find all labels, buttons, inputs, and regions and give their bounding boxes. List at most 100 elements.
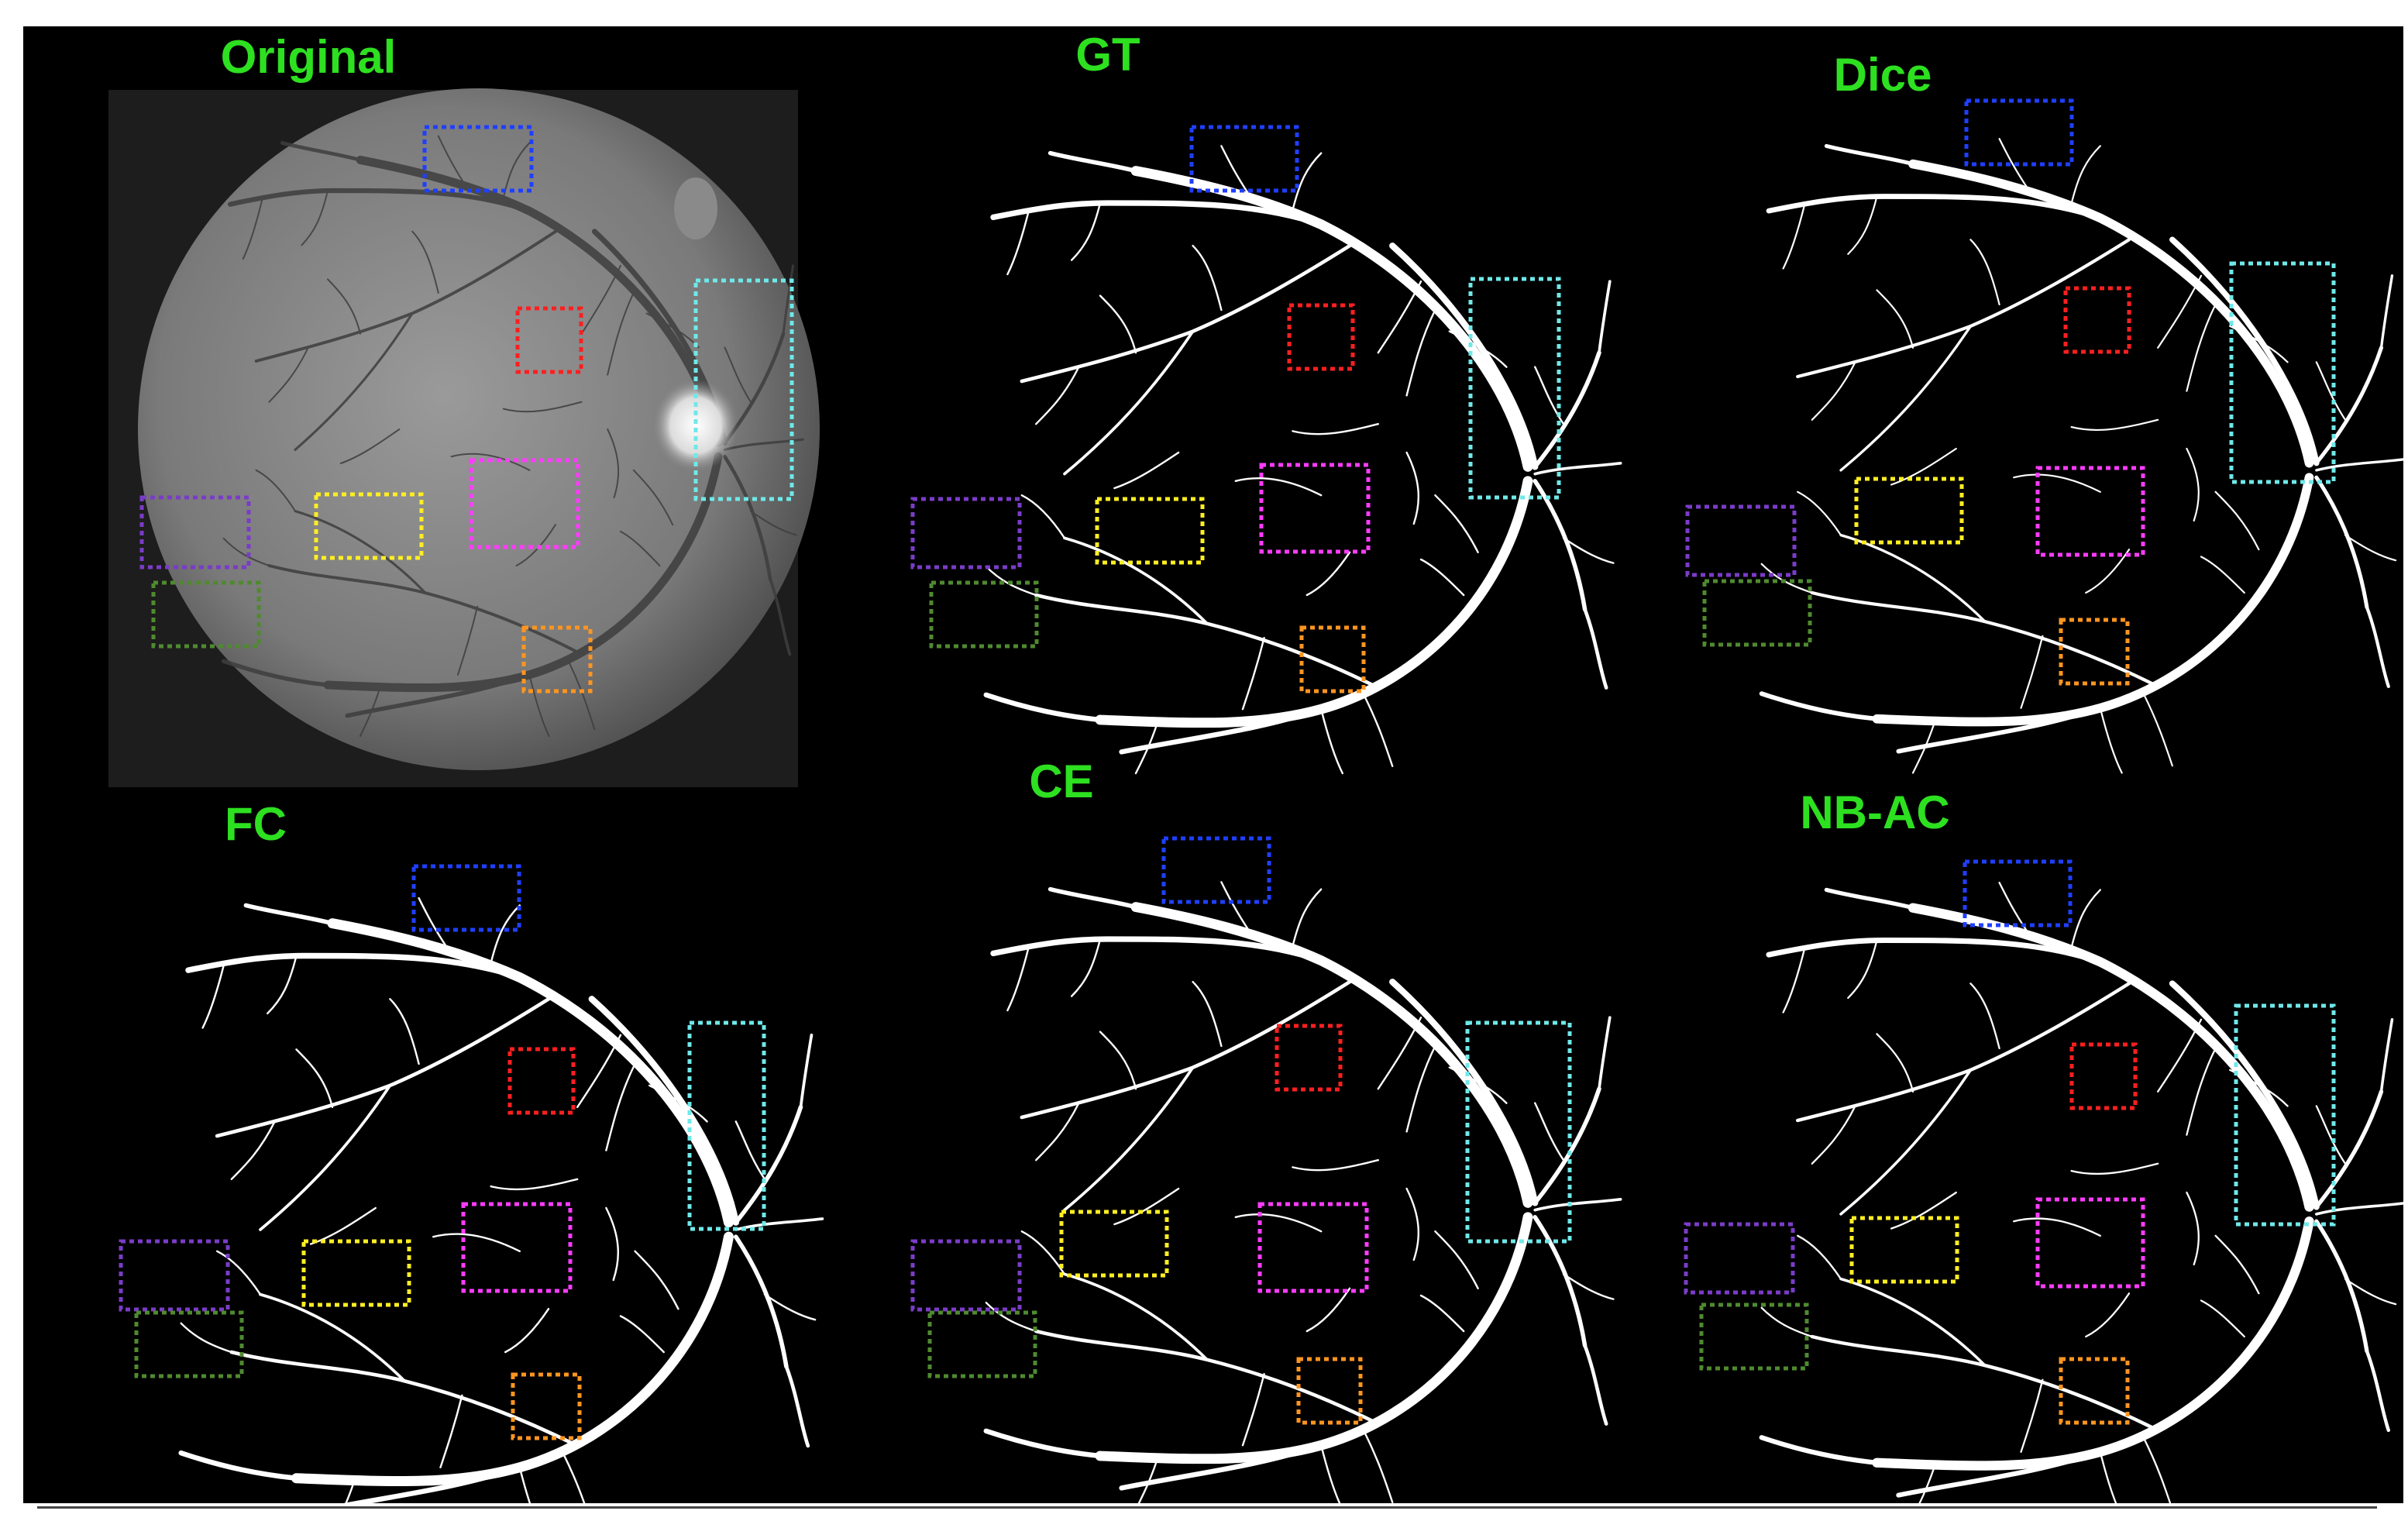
roi-box-yellow <box>1849 1216 1959 1284</box>
vessel-twig <box>1035 1102 1080 1161</box>
vessel-twig <box>1071 201 1102 261</box>
vessel <box>1389 243 1539 470</box>
vessel <box>1533 461 1622 476</box>
roi-box-blue <box>411 864 521 932</box>
vessel-twig <box>567 660 596 731</box>
vessel-twig <box>2070 889 2101 948</box>
vessel-twig <box>1071 938 1102 997</box>
roi-box-magenta <box>1257 1202 1369 1293</box>
vessel-mask <box>1684 859 2405 1518</box>
roi-box-magenta <box>461 1202 573 1293</box>
vessel <box>1389 979 1539 1206</box>
vessel <box>1034 593 1381 690</box>
vessel <box>769 577 792 656</box>
roi-box-red <box>2069 1042 2138 1110</box>
vessel <box>243 903 335 926</box>
vessel-twig <box>1405 451 1420 525</box>
vessel-twig <box>2013 473 2101 493</box>
vessel <box>291 1231 734 1487</box>
roi-box-orange <box>1299 625 1366 693</box>
roi-box-orange <box>521 625 593 693</box>
vessel <box>723 454 772 581</box>
vessel-tree <box>983 881 1622 1511</box>
vessel <box>990 200 1324 228</box>
vessel-twig <box>2020 1378 2044 1453</box>
vessel-twig <box>1220 145 1251 197</box>
vessel-twig <box>1847 939 1878 1000</box>
panel-title: CE <box>1029 755 1094 807</box>
vessel <box>1759 691 1880 721</box>
roi-box-orange <box>1296 1357 1363 1425</box>
vessel-twig <box>1113 451 1180 490</box>
vessel-twig <box>255 469 296 512</box>
roi-box-green <box>929 580 1039 649</box>
vessel-twig <box>1377 280 1422 354</box>
vessel-twig <box>1562 537 1615 564</box>
vessel-twig <box>619 1315 666 1354</box>
vessel-twig <box>327 278 361 335</box>
vessel <box>1130 902 1533 1208</box>
vessel-twig <box>339 428 401 465</box>
vessel <box>2169 236 2320 466</box>
vessel-twig <box>515 524 556 567</box>
roi-box-magenta <box>469 458 580 549</box>
vessel <box>1034 1329 1381 1426</box>
vessel-twig <box>2186 303 2217 392</box>
vessel-twig <box>2070 1162 2159 1175</box>
vessel-twig <box>1292 1159 1379 1172</box>
vessel-twig <box>309 1206 377 1245</box>
roi-box-yellow <box>1854 477 1964 545</box>
roi-box-orange <box>511 1372 582 1440</box>
vessel-twig <box>1969 983 2000 1050</box>
roi-box-yellow <box>1095 497 1205 565</box>
vessel-twig <box>490 904 521 965</box>
roi-box-purple <box>119 1239 230 1312</box>
vessel-twig <box>1448 330 1508 368</box>
vessel-twig <box>1020 494 1066 539</box>
vessel-twig <box>2315 1105 2347 1165</box>
vessel <box>1063 1272 1209 1361</box>
vessel-twig <box>2142 693 2173 767</box>
roi-box-green <box>1699 1303 1809 1371</box>
roi-box-blue <box>1963 859 2073 927</box>
roi-box-cyan <box>1465 1020 1572 1244</box>
roi-box-cyan <box>1468 277 1561 500</box>
bottom-rule <box>37 1506 2377 1509</box>
vessel-twig <box>763 1293 817 1321</box>
vessel-twig <box>1534 366 1565 425</box>
roi-box-cyan <box>687 1020 766 1231</box>
vessel-twig <box>1099 294 1137 354</box>
fundus-image <box>108 88 820 787</box>
vessel <box>1839 325 1973 472</box>
vessel <box>782 264 795 336</box>
vessel-twig <box>1434 1230 1479 1289</box>
vessel <box>1533 350 1601 470</box>
vessel-twig <box>1035 366 1080 425</box>
vessel-twig <box>528 673 550 738</box>
vessel-twig <box>504 1307 550 1354</box>
panel-title: NB-AC <box>1800 786 1950 838</box>
vessel-twig <box>580 264 621 335</box>
vessel-twig <box>201 962 225 1029</box>
figure-frame: Original GT Dice FC CE NB-AC <box>23 26 2405 1528</box>
vessel-twig <box>607 291 635 376</box>
vessel-twig <box>605 1206 620 1282</box>
vessel-twig <box>1890 447 1957 486</box>
vessel-twig <box>2344 1278 2397 1306</box>
vessel-twig <box>1405 1044 1436 1133</box>
vessel <box>990 936 1324 964</box>
vessel-twig <box>2200 556 2245 594</box>
roi-box-red <box>507 1047 576 1115</box>
vessel <box>1839 533 1987 623</box>
vessel-twig <box>490 1178 579 1191</box>
vessel-twig <box>1434 494 1479 553</box>
vessel-twig <box>1797 490 1842 536</box>
vessel-twig <box>648 1084 708 1123</box>
optic-disc <box>653 379 738 472</box>
panel-ce: CE <box>875 755 1650 1511</box>
vessel-mask <box>910 125 1622 775</box>
vessel-twig <box>1760 563 1813 594</box>
vessel-twig <box>1305 1287 1351 1333</box>
vessel <box>1824 887 1915 910</box>
vessel-twig <box>268 346 309 403</box>
